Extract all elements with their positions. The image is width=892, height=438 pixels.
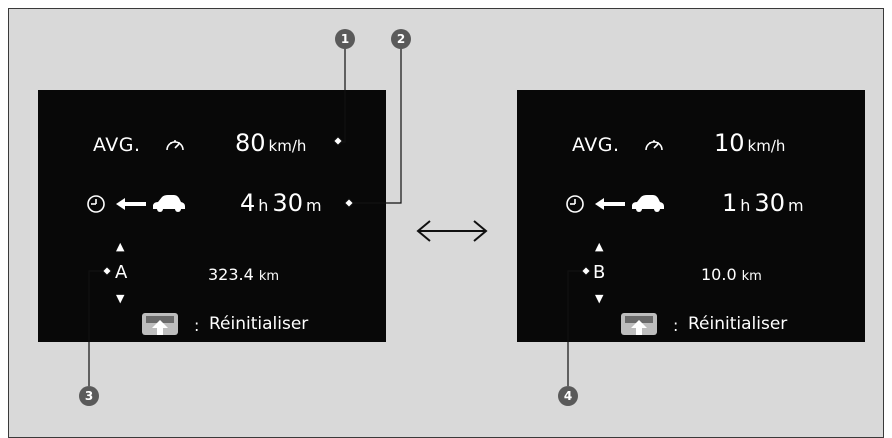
distance-unit: km (741, 269, 762, 284)
reset-label: Réinitialiser (688, 314, 788, 334)
time-hours-unit: h (740, 196, 751, 215)
avg-speed-unit: km/h (268, 137, 307, 155)
time-minutes: 30 (754, 189, 785, 217)
car-icon (632, 195, 664, 212)
double-arrow-icon (416, 220, 488, 242)
time-hours-unit: h (258, 196, 269, 215)
trip-letter: A (115, 262, 128, 283)
avg-speed-value: 10 (714, 129, 745, 157)
time-minutes-unit: m (305, 196, 322, 215)
callout-badge-3: 3 (79, 386, 99, 406)
reset-button-icon (621, 313, 657, 335)
reset-colon: : (673, 316, 679, 335)
distance-readout: 10.0 km (701, 265, 762, 284)
reset-colon: : (194, 316, 200, 335)
callout-badge-2: 2 (391, 29, 411, 49)
distance-unit: km (258, 269, 280, 284)
trip-down-arrow: ▼ (116, 292, 125, 305)
trip-up-arrow: ▲ (595, 240, 604, 253)
distance-value: 323.4 (208, 265, 254, 284)
callout-badge-1: 1 (335, 29, 355, 49)
speedometer-icon (166, 140, 184, 151)
time-hours: 4 (240, 189, 256, 217)
speedometer-icon (645, 140, 663, 151)
avg-label: AVG. (572, 134, 620, 156)
time-minutes: 30 (272, 189, 303, 217)
avg-speed-value: 80 (235, 129, 266, 157)
avg-label: AVG. (93, 134, 141, 156)
car-icon (153, 195, 185, 212)
distance-value: 10.0 (701, 265, 737, 284)
distance-readout: 323.4 km (208, 265, 280, 284)
clock-icon (87, 195, 105, 213)
time-minutes-unit: m (787, 196, 804, 215)
left-arrow-icon (595, 198, 625, 210)
trip-down-arrow: ▼ (595, 292, 604, 305)
reset-button-icon (142, 313, 178, 335)
reset-label: Réinitialiser (209, 314, 309, 334)
trip-up-arrow: ▲ (116, 240, 125, 253)
time-hours: 1 (722, 189, 738, 217)
left-arrow-icon (116, 198, 146, 210)
callout-badge-4: 4 (558, 386, 578, 406)
clock-icon (566, 195, 584, 213)
trip-letter: B (593, 262, 606, 283)
avg-speed-unit: km/h (747, 137, 786, 155)
